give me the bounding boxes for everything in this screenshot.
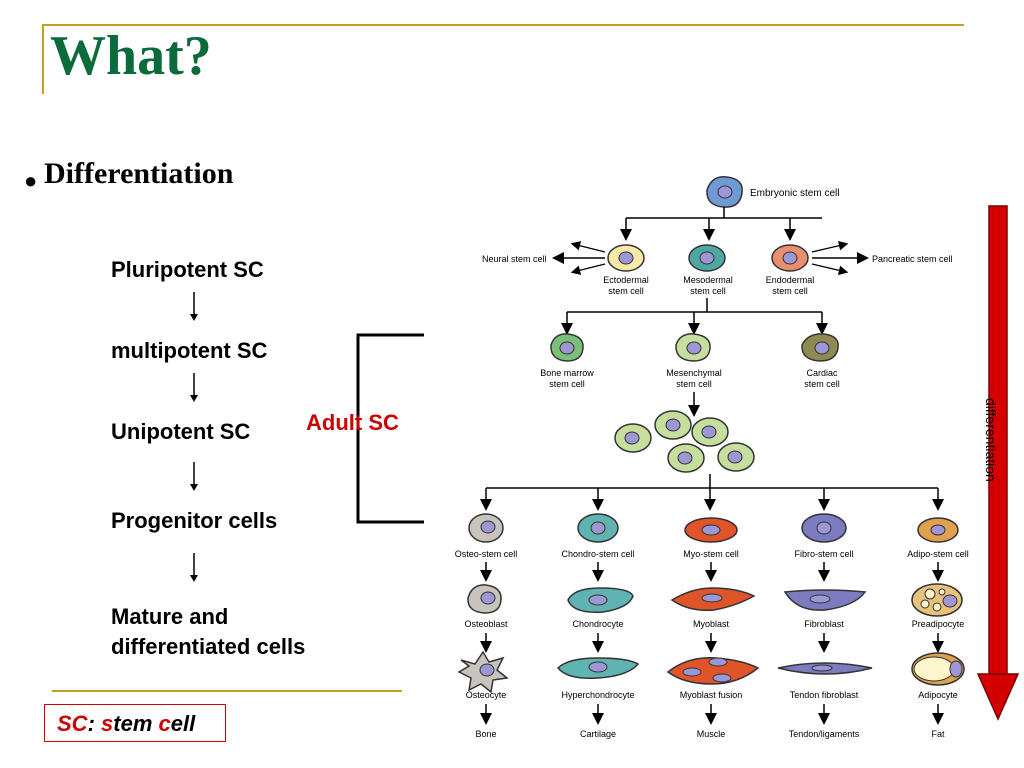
mesenchymal-cluster <box>614 410 755 473</box>
osteoblast-cell <box>467 584 502 614</box>
fibroblast-cell <box>783 589 867 611</box>
hyperchondrocyte-cell <box>556 657 640 680</box>
diagram-label: Cardiac <box>806 368 838 378</box>
diagram-label: Adipocyte <box>918 690 958 700</box>
level-unipotent: Unipotent SC <box>111 419 251 444</box>
neural-stem-label: Neural stem cell <box>482 254 547 264</box>
preadipocyte-cell <box>911 583 963 617</box>
cardiac-cell <box>801 333 839 362</box>
myoblast-cell <box>670 587 756 612</box>
myo-stem-cell <box>684 517 738 543</box>
diagram-label: Tendon/ligaments <box>789 729 860 739</box>
down-arrow-icon <box>189 292 199 327</box>
diagram-label: Chondrocyte <box>572 619 623 629</box>
level-mature-line2: differentiated cells <box>111 634 306 659</box>
embryonic-label: Embryonic stem cell <box>750 188 839 199</box>
chondrocyte-cell <box>567 587 634 613</box>
diagram-label: Endodermal <box>766 275 815 285</box>
diagram-label: Bone <box>475 729 496 739</box>
level-multipotent: multipotent SC <box>111 338 268 363</box>
title-rule <box>42 24 964 26</box>
diagram-label: Osteocyte <box>466 690 507 700</box>
diagram-label: stem cell <box>549 379 585 389</box>
adult-sc-bracket <box>356 333 426 530</box>
diagram-label: Myoblast fusion <box>680 690 743 700</box>
tendon-fibroblast-cell <box>777 662 873 675</box>
diagram-label: Preadipocyte <box>912 619 965 629</box>
diagram-label: Hyperchondrocyte <box>561 690 634 700</box>
mesodermal-cell <box>688 244 726 272</box>
osteo-stem-cell <box>468 513 504 543</box>
down-arrow-icon <box>189 373 199 408</box>
down-arrow-icon <box>189 553 199 588</box>
level-mature-line1: Mature and <box>111 604 229 629</box>
mesenchymal-cell <box>675 333 711 362</box>
diagram-label: Fat <box>931 729 945 739</box>
sc-definition: SC: stem cell <box>44 704 226 742</box>
diagram-label: Myo-stem cell <box>683 549 739 559</box>
embryonic-stem-cell <box>706 176 743 208</box>
differentiation-arrow <box>976 204 1022 729</box>
diagram-label: Muscle <box>697 729 726 739</box>
adipocyte-cell <box>911 652 965 686</box>
footer-rule <box>52 690 402 692</box>
differentiation-label: differentiation <box>983 398 999 482</box>
diagram-label: Myoblast <box>693 619 730 629</box>
diagram-label: Osteoblast <box>464 619 508 629</box>
diagram-label: stem cell <box>772 286 808 296</box>
diagram-label: Ectodermal <box>603 275 649 285</box>
page-title: What? <box>50 25 212 87</box>
title-rule-left <box>42 24 44 94</box>
down-arrow-icon <box>189 462 199 497</box>
bone-marrow-cell <box>550 333 584 362</box>
bullet-heading: Differentiation <box>44 157 234 190</box>
adult-sc-label: Adult SC <box>306 410 399 435</box>
diagram-label: Mesenchymal <box>666 368 722 378</box>
diagram-label: stem cell <box>608 286 644 296</box>
level-progenitor: Progenitor cells <box>111 508 278 533</box>
diagram-label: Fibro-stem cell <box>794 549 853 559</box>
chondro-stem-cell <box>577 513 619 543</box>
osteocyte-cell <box>457 650 509 694</box>
diagram-label: Chondro-stem cell <box>561 549 634 559</box>
diagram-label: Adipo-stem cell <box>907 549 969 559</box>
bullet-dot-icon: ● <box>24 168 38 193</box>
adipo-stem-cell <box>917 517 959 543</box>
ectodermal-cell <box>607 244 645 272</box>
endodermal-cell <box>771 244 809 272</box>
pancreatic-stem-label: Pancreatic stem cell <box>872 254 953 264</box>
diagram-label: stem cell <box>804 379 840 389</box>
stem-cell-diagram: Embryonic stem cell Ectodermal stem cell… <box>440 168 980 753</box>
level-pluripotent: Pluripotent SC <box>111 257 264 282</box>
diagram-label: stem cell <box>676 379 712 389</box>
fibro-stem-cell <box>801 513 847 543</box>
diagram-label: Bone marrow <box>540 368 594 378</box>
diagram-label: stem cell <box>690 286 726 296</box>
diagram-label: Tendon fibroblast <box>790 690 859 700</box>
diagram-label: Fibroblast <box>804 619 844 629</box>
diagram-label: Cartilage <box>580 729 616 739</box>
diagram-label: Mesodermal <box>683 275 733 285</box>
myoblast-fusion-cell <box>666 657 760 685</box>
diagram-label: Osteo-stem cell <box>455 549 518 559</box>
